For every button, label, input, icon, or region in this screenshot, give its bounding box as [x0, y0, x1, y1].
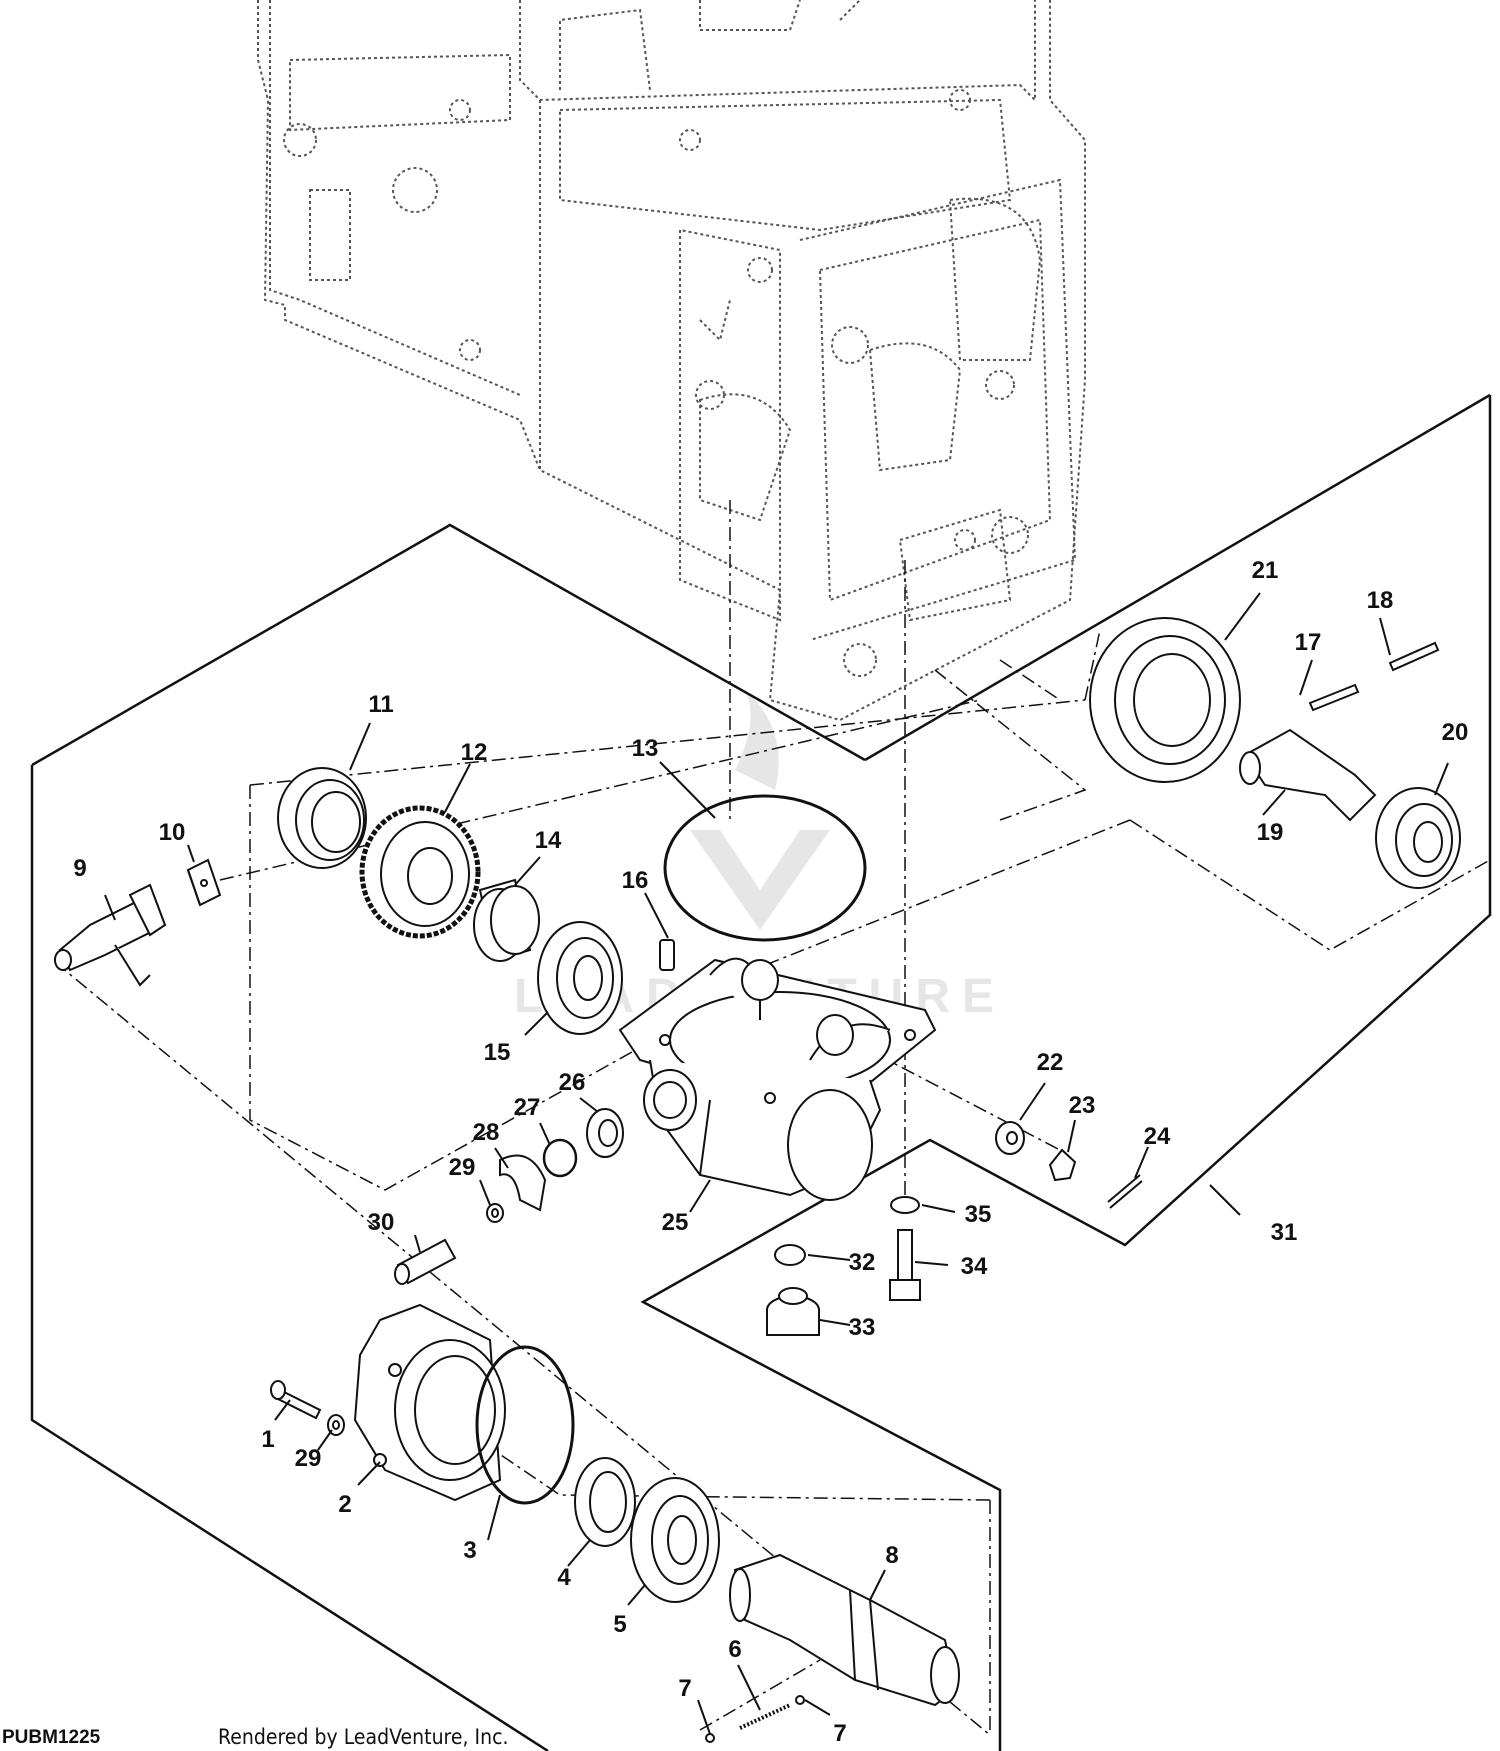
part-16-dowel-pin: [659, 939, 675, 971]
callout-11: 11: [368, 691, 393, 718]
callout-24: 24: [1144, 1123, 1171, 1150]
part-33-plug: [766, 1287, 820, 1336]
part-8-shaft: [729, 1553, 960, 1707]
callout-2: 2: [338, 1491, 351, 1518]
callout-15: 15: [484, 1039, 511, 1066]
callout-17: 17: [1295, 629, 1322, 656]
callout-9: 9: [73, 855, 86, 882]
callout-29-lower: 29: [295, 1445, 322, 1472]
callout-14: 14: [535, 827, 562, 854]
part-35-washer: [890, 1196, 920, 1214]
part-27-snap-ring: [542, 1138, 578, 1178]
callout-21: 21: [1252, 557, 1279, 584]
callout-22: 22: [1037, 1049, 1064, 1076]
callout-4: 4: [557, 1564, 571, 1591]
part-18-pin: [1388, 641, 1440, 672]
callout-10: 10: [159, 819, 186, 846]
callout-29-upper: 29: [449, 1154, 476, 1181]
render-credit: Rendered by LeadVenture, Inc.: [218, 1725, 509, 1749]
housing-bolt-holes: [283, 89, 1029, 677]
group-outlines: [30, 393, 1492, 1751]
part-14-bushing: [473, 878, 540, 962]
part-3-o-ring: [475, 1345, 575, 1505]
leader-lines: [104, 592, 1449, 1735]
part-26-bearing: [586, 1108, 624, 1158]
part-34-bolt: [889, 1229, 921, 1301]
part-15-bearing: [537, 921, 623, 1035]
callout-25: 25: [662, 1209, 689, 1236]
part-5-bearing: [630, 1477, 720, 1603]
callout-6: 6: [728, 1636, 741, 1663]
callout-26: 26: [559, 1069, 586, 1096]
callout-3: 3: [463, 1537, 476, 1564]
callout-31: 31: [1271, 1219, 1298, 1246]
part-13-o-ring: [663, 794, 867, 942]
part-7-ball-left: [705, 1733, 715, 1743]
callout-7-left: 7: [678, 1675, 691, 1702]
part-6-spring: [739, 1703, 791, 1730]
callout-labels: 1 2 3 4 5 6 7 7 8 9 10 11 12 13 14 15 16…: [73, 557, 1468, 1747]
part-32-o-ring: [774, 1244, 806, 1266]
part-1-bolt: [270, 1380, 322, 1420]
part-24-cotter-pin: [1107, 1174, 1143, 1209]
part-17-pin: [1308, 683, 1360, 712]
part-2-cover: [353, 1303, 506, 1502]
callout-28: 28: [473, 1119, 500, 1146]
part-29-washer: [486, 1203, 504, 1223]
watermark-logo: [690, 690, 830, 930]
part-22-washer: [995, 1121, 1025, 1155]
callout-12: 12: [461, 739, 488, 766]
callout-20: 20: [1442, 719, 1469, 746]
part-9-shaft: [54, 883, 167, 987]
callout-33: 33: [849, 1314, 876, 1341]
transmission-housing-ghost: [257, 0, 1086, 722]
callout-34: 34: [961, 1253, 988, 1280]
part-19-shaft: [1239, 728, 1377, 822]
part-10-key: [186, 858, 222, 907]
callout-13: 13: [632, 735, 659, 762]
part-11-seal: [277, 767, 367, 869]
callout-32: 32: [849, 1249, 876, 1276]
callout-23: 23: [1069, 1092, 1096, 1119]
callout-8: 8: [885, 1542, 898, 1569]
callout-18: 18: [1367, 587, 1394, 614]
part-30-pin: [394, 1238, 457, 1285]
callout-16: 16: [622, 867, 649, 894]
part-21-bearing-cup: [1089, 617, 1241, 783]
callout-19: 19: [1257, 819, 1284, 846]
callout-27: 27: [514, 1094, 541, 1121]
part-7-ball-right: [795, 1695, 805, 1705]
callout-7-right: 7: [833, 1720, 846, 1747]
callout-5: 5: [613, 1611, 626, 1638]
part-4-seal: [574, 1457, 636, 1547]
part-25-gear-case: [618, 957, 937, 1201]
figure-code: PUBM1225: [2, 1727, 101, 1748]
callout-35: 35: [965, 1201, 992, 1228]
part-28-clip: [499, 1154, 547, 1212]
part-20-bearing: [1375, 787, 1461, 889]
callout-1: 1: [261, 1426, 274, 1453]
part-12-gear: [359, 805, 481, 939]
callout-30: 30: [368, 1209, 395, 1236]
part-23-nut: [1048, 1148, 1077, 1182]
